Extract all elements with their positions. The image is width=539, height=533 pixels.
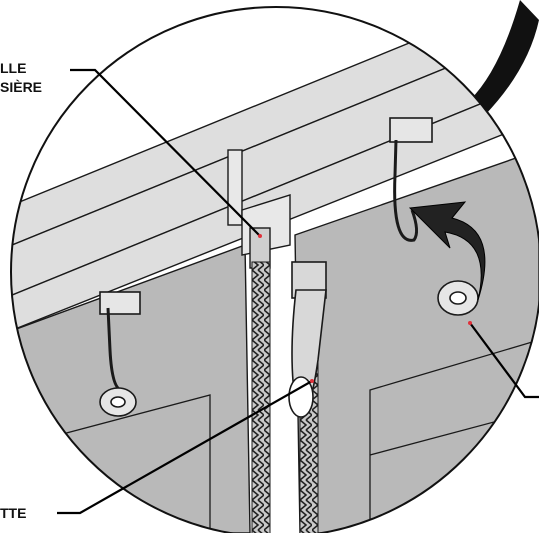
label-top-left-line2: SIÈRE: [0, 79, 43, 95]
zipper-pull: [288, 261, 327, 418]
cable: [470, 0, 539, 115]
right-hook-assembly: [389, 117, 479, 316]
target-markers: [258, 234, 472, 383]
label-top-left-line1: LLE: [0, 60, 27, 76]
leader-lines: [57, 68, 539, 515]
curved-arrow-icon: [408, 201, 486, 301]
left-hook-assembly: [99, 291, 141, 417]
hook-icon: [393, 139, 419, 242]
label-bottom-left: TTE: [0, 505, 27, 521]
zipper-left: [251, 261, 271, 533]
magnifier-circle: [10, 6, 539, 533]
